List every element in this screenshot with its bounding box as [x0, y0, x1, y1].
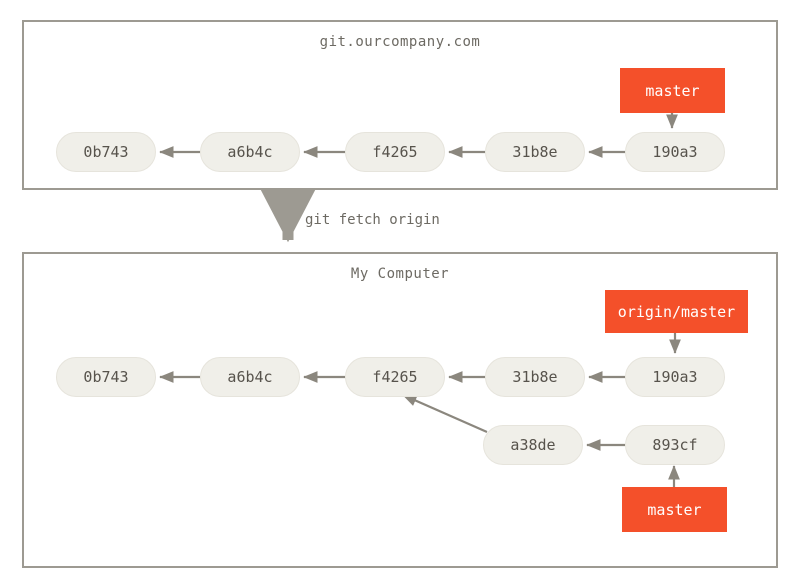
- branch-ref-label[interactable]: origin/master: [605, 290, 748, 333]
- commit-node[interactable]: a38de: [483, 425, 583, 465]
- commit-node[interactable]: 893cf: [625, 425, 725, 465]
- panel-local-title: My Computer: [350, 266, 450, 282]
- commit-node[interactable]: 0b743: [56, 132, 156, 172]
- commit-node[interactable]: 0b743: [56, 357, 156, 397]
- panel-remote-title: git.ourcompany.com: [319, 34, 481, 50]
- commit-node[interactable]: f4265: [345, 357, 445, 397]
- commit-node[interactable]: a6b4c: [200, 357, 300, 397]
- commit-node[interactable]: 190a3: [625, 132, 725, 172]
- commit-node[interactable]: f4265: [345, 132, 445, 172]
- branch-ref-label[interactable]: master: [620, 68, 725, 113]
- commit-node[interactable]: a6b4c: [200, 132, 300, 172]
- commit-node[interactable]: 31b8e: [485, 357, 585, 397]
- commit-node[interactable]: 190a3: [625, 357, 725, 397]
- branch-ref-label[interactable]: master: [622, 487, 727, 532]
- step-label-git-fetch-origin: git fetch origin: [305, 212, 440, 228]
- commit-node[interactable]: 31b8e: [485, 132, 585, 172]
- panel-local-repository: My Computer: [22, 252, 778, 568]
- panel-remote-repository: git.ourcompany.com: [22, 20, 778, 190]
